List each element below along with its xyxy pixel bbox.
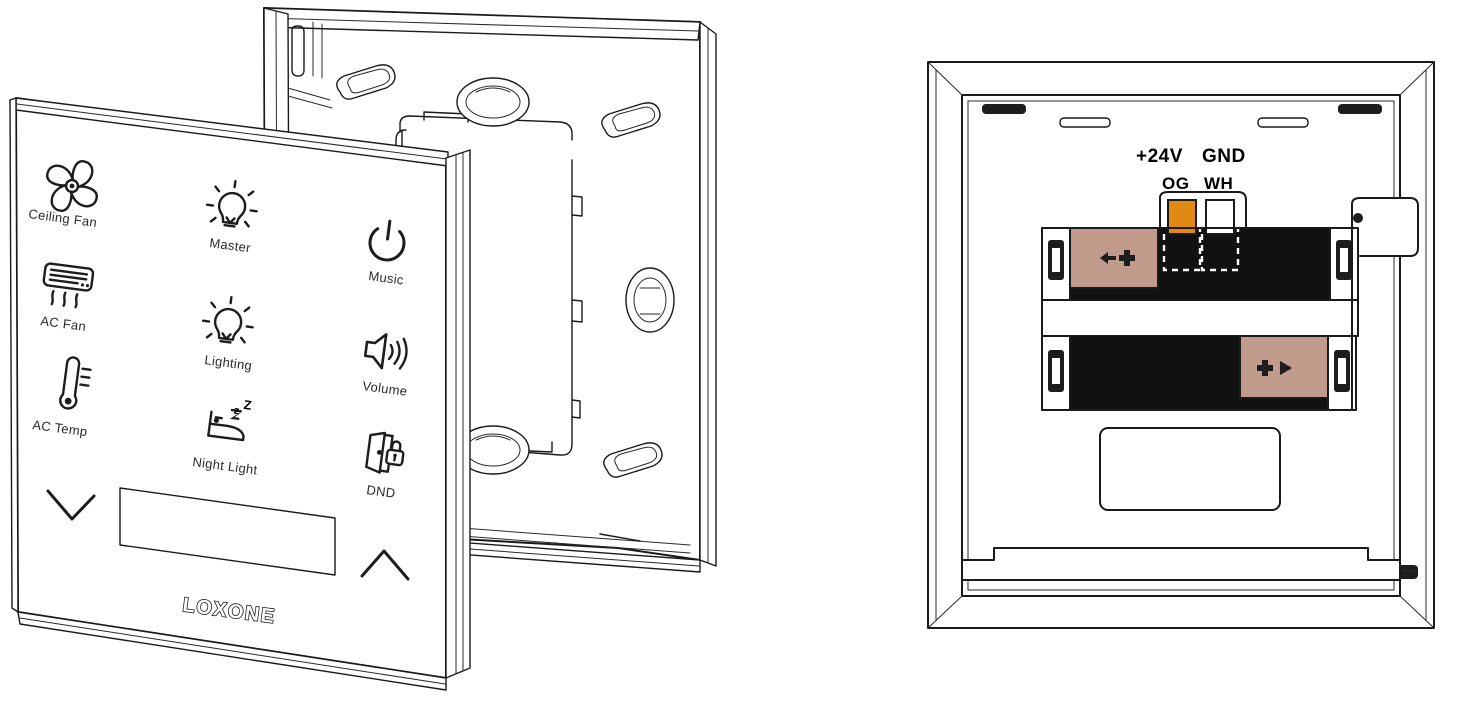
button-music[interactable] [368, 219, 407, 262]
chevron-up-icon[interactable] [360, 549, 410, 581]
lightbulb-icon [201, 296, 254, 344]
button-label: Volume [362, 378, 409, 399]
button-label: AC Temp [32, 417, 89, 439]
button-label: AC Fan [40, 313, 87, 334]
door-lock-icon [365, 431, 405, 474]
screw-slot [336, 64, 396, 100]
button-label: Music [368, 268, 405, 288]
lightbulb-icon [205, 180, 258, 228]
speaker-waves-icon [363, 333, 408, 370]
button-night-light[interactable]: z Z [207, 393, 253, 442]
button-volume[interactable] [363, 332, 409, 371]
left-plus-arrow [1100, 250, 1135, 266]
svg-text:z: z [233, 405, 241, 418]
screw-slot [601, 102, 661, 138]
display-window [119, 487, 336, 576]
button-master[interactable] [205, 178, 260, 229]
ceiling-fan-icon [46, 160, 98, 212]
terminal-label-24v: +24V [1136, 146, 1183, 167]
button-ac-fan[interactable] [41, 262, 95, 309]
terminal-label-wh: WH [1204, 174, 1233, 193]
svg-text:Z: Z [243, 397, 253, 413]
power-icon [368, 219, 406, 262]
button-label: DND [366, 482, 397, 501]
retaining-clip [982, 104, 1382, 128]
right-plus-arrow [1257, 360, 1292, 376]
electronics-module [1041, 191, 1419, 411]
chevron-down-icon[interactable] [46, 489, 96, 521]
button-dnd[interactable] [365, 431, 406, 475]
ac-fan-icon [42, 262, 95, 309]
screw-slot [456, 425, 530, 475]
screw-slot [625, 267, 675, 333]
retaining-clip [961, 547, 1418, 581]
button-label: Master [209, 235, 253, 255]
terminal-label-gnd: GND [1202, 146, 1246, 167]
screw-slot [456, 77, 530, 127]
label-plate [1099, 427, 1281, 511]
terminal-label-og: OG [1162, 174, 1189, 193]
thermometer-icon [59, 356, 92, 410]
bed-sleep-icon: z Z [207, 397, 253, 442]
screw-slot [603, 442, 663, 478]
button-label: Lighting [204, 352, 254, 373]
button-ceiling-fan[interactable] [43, 157, 101, 215]
button-lighting[interactable] [201, 294, 256, 345]
button-ac-temp[interactable] [59, 356, 92, 410]
